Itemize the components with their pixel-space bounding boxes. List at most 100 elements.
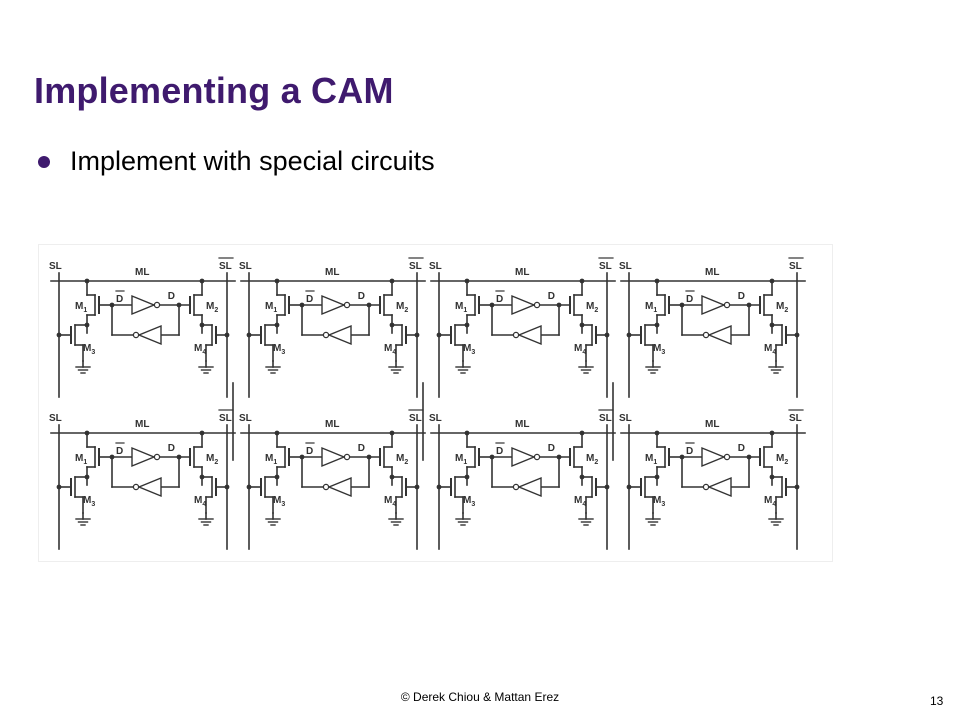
bullet-item: Implement with special circuits	[38, 146, 435, 177]
search-line-label: SL	[429, 413, 442, 424]
transistor-m1-label-subscript: 1	[653, 459, 657, 466]
inverter	[707, 476, 732, 498]
transistor-m2-label-subscript: 2	[214, 307, 218, 314]
bullet-dot-icon	[38, 155, 50, 168]
search-line-bar-label: SL	[599, 261, 612, 272]
transistor-m1-label: M1	[455, 301, 467, 314]
search-line-bar-label: SL	[599, 413, 612, 424]
junction-dot	[414, 332, 420, 338]
d-bar-label: D	[686, 446, 693, 457]
transistor-m3-label: M3	[273, 343, 285, 356]
inverter-bubble	[533, 453, 541, 461]
transistor-m3-label-subscript: 3	[661, 501, 665, 508]
search-line-label: SL	[239, 413, 252, 424]
transistor-m4-label-subscript: 4	[392, 349, 396, 356]
inverter-bubble	[723, 301, 731, 309]
inverter-bubble	[132, 331, 140, 339]
search-line-bar-label: SL	[219, 261, 232, 272]
transistor-m1-label: M1	[645, 453, 657, 466]
transistor-m3-label: M3	[653, 495, 665, 508]
inverter-bubble	[153, 453, 161, 461]
transistor-m3-label: M3	[83, 343, 95, 356]
transistor-m3-label: M3	[273, 495, 285, 508]
transistor-m1-label: M1	[75, 301, 87, 314]
inverter	[327, 476, 352, 498]
junction-dot	[626, 484, 632, 490]
slide-title: Implementing a CAM	[34, 70, 394, 111]
transistor-m1-label-subscript: 1	[463, 307, 467, 314]
inverter	[137, 324, 162, 346]
transistor-m4-label: M4	[764, 495, 776, 508]
match-line-label: ML	[705, 267, 719, 278]
footer-copyright: © Derek Chiou & Mattan Erez	[400, 690, 560, 704]
inverter-bubble	[702, 331, 710, 339]
transistor-m4-label: M4	[194, 343, 206, 356]
transistor-m1-label-subscript: 1	[273, 459, 277, 466]
transistor-m1-label-subscript: 1	[463, 459, 467, 466]
transistor-m3-label-subscript: 3	[471, 501, 475, 508]
search-line-bar-label: SL	[409, 413, 422, 424]
d-bar-label: D	[116, 446, 123, 457]
match-line-label: ML	[515, 267, 529, 278]
transistor-m4-label: M4	[384, 495, 396, 508]
search-line-bar-label: SL	[789, 413, 802, 424]
match-line-label: ML	[135, 419, 149, 430]
transistor-m1-label: M1	[75, 453, 87, 466]
junction-dot	[224, 484, 230, 490]
transistor-m2-label: M2	[586, 453, 598, 466]
inverter	[517, 324, 542, 346]
transistor-m2-label: M2	[586, 301, 598, 314]
transistor-m2-label: M2	[396, 453, 408, 466]
search-line-label: SL	[619, 261, 632, 272]
junction-dot	[224, 332, 230, 338]
d-label: D	[548, 291, 555, 302]
junction-dot	[436, 332, 442, 338]
d-label: D	[738, 291, 745, 302]
junction-dot	[56, 484, 62, 490]
transistor-m2-label-subscript: 2	[594, 459, 598, 466]
search-line-bar-label: SL	[219, 413, 232, 424]
match-line-label: ML	[325, 419, 339, 430]
transistor-m2-label: M2	[206, 301, 218, 314]
inverter	[131, 294, 156, 316]
transistor-m2-label: M2	[396, 301, 408, 314]
d-label: D	[358, 443, 365, 454]
d-label: D	[168, 291, 175, 302]
transistor-m4-label: M4	[764, 343, 776, 356]
transistor-m3-label-subscript: 3	[281, 349, 285, 356]
bullet-text: Implement with special circuits	[70, 146, 435, 176]
search-line-label: SL	[49, 261, 62, 272]
search-line-label: SL	[49, 413, 62, 424]
transistor-m3-label-subscript: 3	[281, 501, 285, 508]
d-bar-label: D	[686, 294, 693, 305]
d-label: D	[358, 291, 365, 302]
transistor-m4-label-subscript: 4	[772, 349, 776, 356]
inverter-bubble	[322, 483, 330, 491]
transistor-m4-label-subscript: 4	[772, 501, 776, 508]
transistor-m4-label: M4	[194, 495, 206, 508]
inverter-bubble	[343, 453, 351, 461]
junction-dot	[56, 332, 62, 338]
d-bar-label: D	[306, 294, 313, 305]
transistor-m3-label-subscript: 3	[471, 349, 475, 356]
junction-dot	[246, 484, 252, 490]
match-line-label: ML	[705, 419, 719, 430]
transistor-m1-label: M1	[265, 301, 277, 314]
transistor-m2-label-subscript: 2	[404, 459, 408, 466]
transistor-m4-label-subscript: 4	[202, 349, 206, 356]
transistor-m3-label-subscript: 3	[661, 349, 665, 356]
transistor-m3-label: M3	[83, 495, 95, 508]
transistor-m2-label: M2	[776, 453, 788, 466]
transistor-m4-label-subscript: 4	[582, 349, 586, 356]
inverter	[701, 294, 726, 316]
d-bar-label: D	[496, 294, 503, 305]
inverter-bubble	[723, 453, 731, 461]
transistor-m2-label-subscript: 2	[784, 459, 788, 466]
inverter-bubble	[533, 301, 541, 309]
inverter-bubble	[702, 483, 710, 491]
d-bar-label: D	[496, 446, 503, 457]
match-line-label: ML	[515, 419, 529, 430]
transistor-m3-label: M3	[463, 343, 475, 356]
transistor-m4-label-subscript: 4	[202, 501, 206, 508]
